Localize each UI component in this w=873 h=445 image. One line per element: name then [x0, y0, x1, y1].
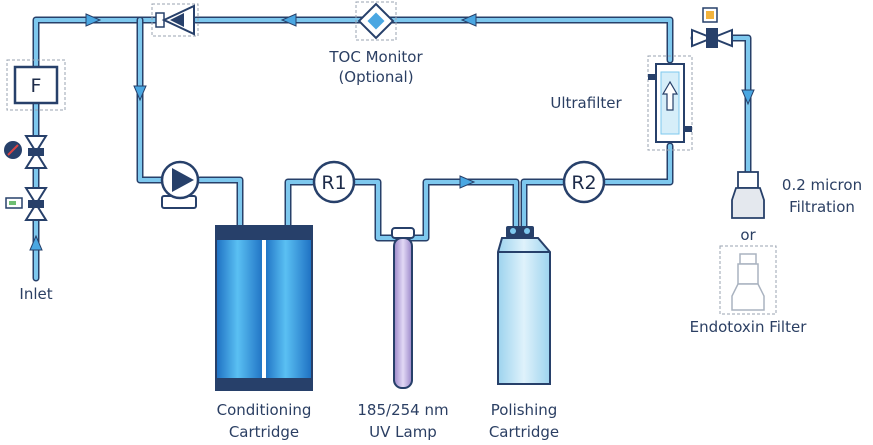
micron-filter: [731, 171, 765, 219]
flow-meter-label: F: [31, 75, 42, 97]
conditioning-label-line1: Conditioning: [217, 401, 312, 419]
flow-arrow-top-toc-left: [280, 13, 297, 27]
pipe-network: [32, 16, 752, 282]
solenoid-valve: [5, 187, 48, 221]
endotoxin-filter: [719, 245, 777, 315]
resistivity-sensor-r2: R2: [562, 160, 606, 204]
flow-arrow-top-toc-right: [460, 13, 477, 27]
uv-lamp-label-line2: UV Lamp: [369, 423, 437, 441]
flow-arrow-inlet: [29, 234, 43, 251]
micron-label-line1: 0.2 micron: [782, 176, 862, 194]
pump: [160, 160, 200, 209]
flow-arrow-down-left-branch: [133, 85, 147, 102]
flow-arrow-mid: [459, 175, 476, 189]
flow-arrow-dispense: [741, 89, 755, 106]
polishing-label-line1: Polishing: [491, 401, 558, 419]
r1-label: R1: [321, 172, 346, 194]
uv-lamp-label-line1: 185/254 nm: [357, 401, 448, 419]
conditioning-label-line2: Cartridge: [229, 423, 299, 441]
ultrafilter-label: Ultrafilter: [550, 94, 622, 112]
toc-monitor: [355, 1, 397, 41]
uv-lamp: [391, 227, 415, 389]
dispense-valve: [691, 7, 733, 48]
pump-icon: [172, 168, 194, 192]
r2-label: R2: [571, 172, 596, 194]
ultrafilter-arrow-icon: [661, 80, 679, 111]
flow-arrow-top-left: [85, 13, 102, 27]
endotoxin-label: Endotoxin Filter: [690, 318, 808, 336]
flow-meter-box: F: [6, 59, 66, 111]
three-way-valve: [151, 3, 199, 37]
toc-monitor-label: TOC Monitor: [328, 48, 423, 66]
toc-optional-label: (Optional): [338, 68, 413, 86]
ultrafilter: [647, 55, 693, 151]
polishing-label-line2: Cartridge: [489, 423, 559, 441]
micron-label-line2: Filtration: [789, 198, 855, 216]
conditioning-cartridge: [215, 225, 313, 391]
inlet-label: Inlet: [19, 285, 52, 303]
resistivity-sensor-r1: R1: [312, 160, 356, 204]
or-label: or: [740, 226, 756, 244]
polishing-cartridge: [497, 226, 551, 385]
pressure-gauge-valve: [4, 135, 48, 169]
flow-arrows: [29, 13, 755, 251]
